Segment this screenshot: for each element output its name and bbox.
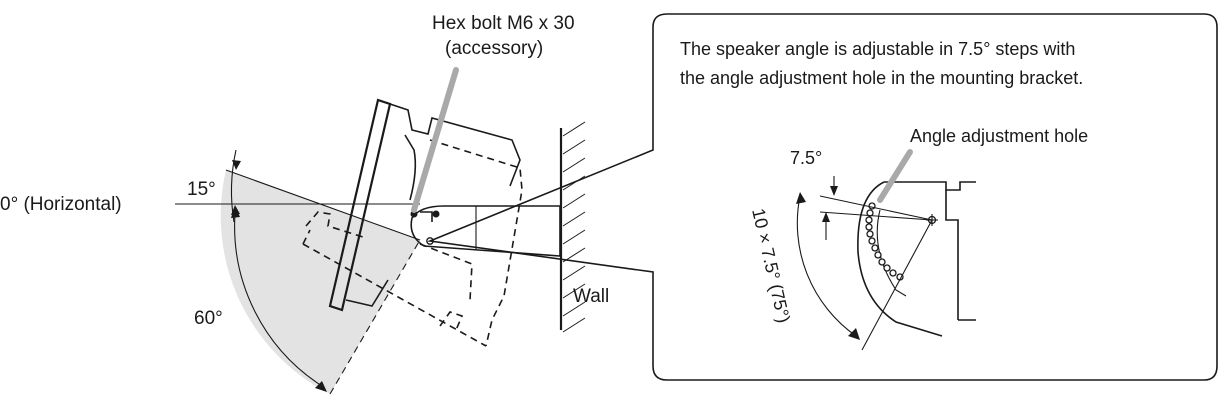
step-guide-line-2	[819, 211, 933, 221]
step-angle-label: 7.5°	[790, 148, 822, 168]
angle-15-label: 15°	[187, 179, 216, 200]
range-angle-label: 10 × 7.5° (75°)	[748, 206, 794, 324]
range-guide-line-end	[861, 219, 933, 351]
hole-pointer	[877, 149, 913, 203]
callout-box	[426, 13, 1218, 381]
horizontal-label: 0° (Horizontal)	[0, 194, 122, 215]
angle-60-arrow-bottom	[315, 381, 327, 392]
bolt-label-line1: Hex bolt M6 x 30	[432, 13, 575, 34]
angle-15-arrow-top	[232, 160, 241, 170]
callout-description-line1: The speaker angle is adjustable in 7.5° …	[680, 39, 1075, 59]
angle-adjustment-hole-label: Angle adjustment hole	[910, 126, 1088, 146]
callout-description-line2: the angle adjustment hole in the mountin…	[680, 68, 1083, 88]
bolt-pointer	[411, 67, 459, 213]
wall	[559, 121, 586, 333]
angle-60-arrow-top	[231, 206, 240, 218]
bolt-head-2	[432, 210, 440, 218]
step-guide-line-1	[819, 195, 933, 221]
speaker-upper-position	[328, 98, 521, 312]
bolt-label-line2: (accessory)	[445, 38, 543, 59]
wall-label: Wall	[573, 286, 609, 307]
adjustment-holes	[865, 202, 904, 281]
bracket-detail	[857, 181, 976, 337]
upper-limit-line	[225, 169, 421, 241]
lower-limit-line	[329, 239, 421, 395]
mounting-bracket	[410, 205, 561, 257]
angle-60-arc	[234, 213, 323, 387]
angle-60-label: 60°	[194, 308, 223, 329]
range-arc	[796, 195, 857, 337]
speaker-lower-position	[302, 139, 523, 347]
